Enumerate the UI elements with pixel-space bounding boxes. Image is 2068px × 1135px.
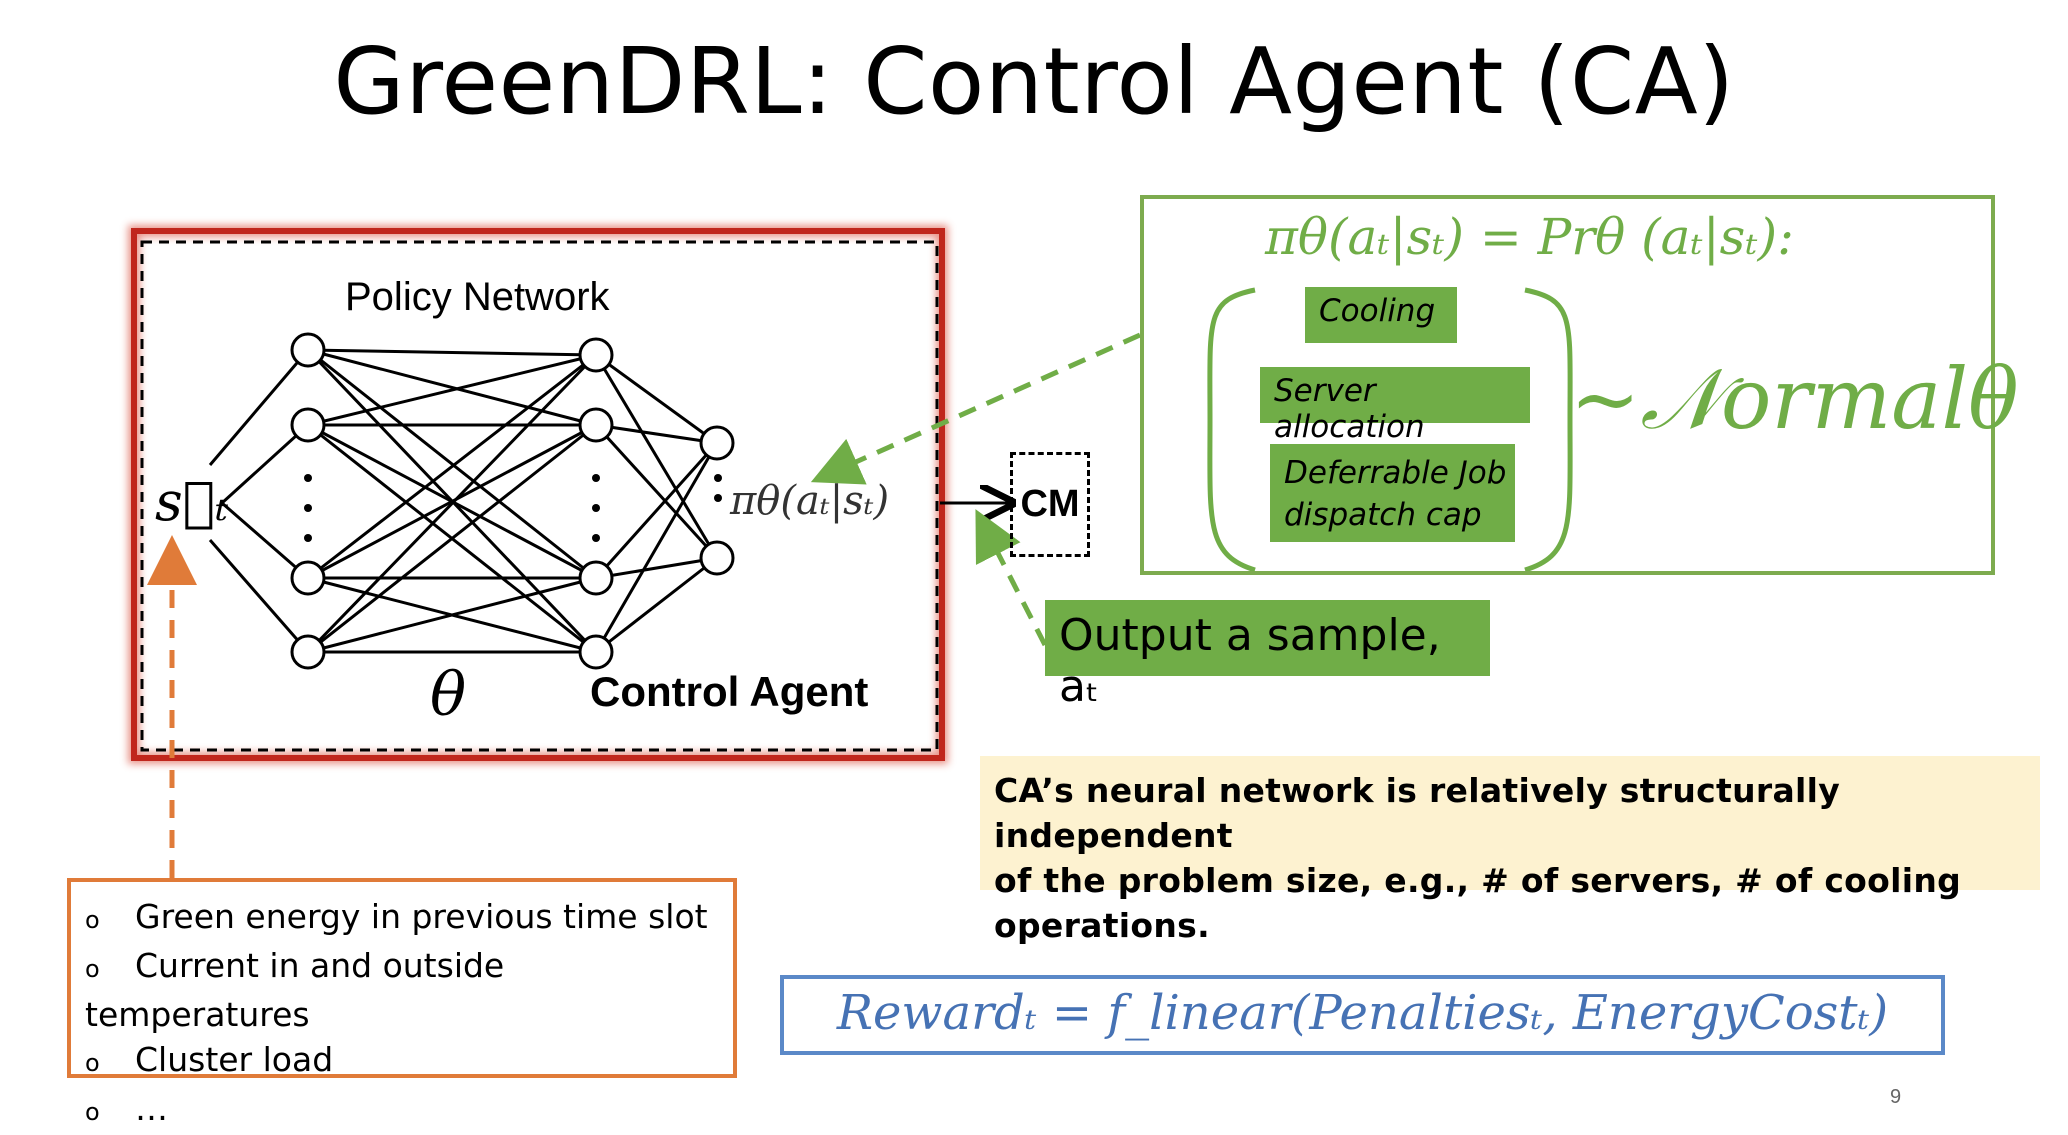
action-deferrable-line2: dispatch cap bbox=[1284, 497, 1482, 533]
output-sample-box: Output a sample, aₜ bbox=[1045, 600, 1490, 712]
action-deferrable-line1: Deferrable Job bbox=[1284, 455, 1507, 491]
network-connections bbox=[208, 348, 719, 654]
network-edge bbox=[594, 441, 719, 580]
network-edge bbox=[595, 556, 718, 580]
network-node bbox=[290, 560, 326, 596]
network-edge bbox=[595, 423, 718, 445]
note-line-1: CA’s neural network is relatively struct… bbox=[994, 771, 1841, 855]
bullet-icon: o bbox=[85, 1098, 100, 1126]
network-edge bbox=[307, 576, 597, 654]
control-agent-label: Control Agent bbox=[590, 668, 869, 715]
network-nodes bbox=[290, 332, 735, 670]
network-edge bbox=[306, 353, 598, 654]
policy-network-diagram bbox=[128, 225, 1573, 878]
note-line-3: operations. bbox=[994, 906, 1210, 945]
distribution-formula: πθ(aₜ|sₜ) = Prθ (aₜ|sₜ): bbox=[1265, 208, 1795, 266]
network-edge bbox=[594, 423, 719, 560]
network-edge bbox=[307, 353, 597, 427]
network-node bbox=[578, 407, 614, 443]
policy-network-label: Policy Network bbox=[345, 275, 610, 319]
state-label: s⃗ₜ bbox=[155, 470, 229, 533]
theta-label: θ bbox=[430, 660, 467, 730]
network-edge bbox=[307, 348, 597, 357]
network-edge bbox=[595, 353, 718, 445]
right-parenthesis bbox=[1524, 287, 1573, 573]
control-agent-dashed-box bbox=[140, 240, 939, 752]
bullet-icon: o bbox=[85, 906, 100, 934]
network-edge bbox=[307, 353, 597, 580]
slide-title: GreenDRL: Control Agent (CA) bbox=[333, 28, 1735, 135]
action-cooling: Cooling bbox=[1305, 287, 1457, 343]
cm-box: CM bbox=[1010, 452, 1090, 557]
network-edge bbox=[307, 348, 597, 427]
network-node bbox=[290, 407, 326, 443]
control-agent-box bbox=[131, 228, 945, 761]
normal-distribution-label: ~𝒩ormalθ bbox=[1570, 350, 2019, 448]
network-edge bbox=[594, 442, 719, 653]
action-server-allocation: Server allocation bbox=[1260, 367, 1530, 445]
network-node bbox=[290, 634, 326, 670]
action-deferrable-job: Deferrable Job dispatch cap bbox=[1270, 444, 1515, 542]
network-edge bbox=[594, 354, 719, 559]
network-edge bbox=[208, 539, 310, 653]
network-edge bbox=[307, 423, 597, 654]
page-number: 9 bbox=[1890, 1086, 1902, 1108]
reward-formula: Rewardₜ = f_linear(Penaltiesₜ, EnergyCos… bbox=[780, 975, 1945, 1055]
network-node bbox=[578, 560, 614, 596]
network-edge bbox=[595, 556, 718, 654]
arrow-distribution-to-policy bbox=[810, 332, 1142, 485]
network-node bbox=[290, 332, 326, 368]
distribution-box bbox=[1140, 195, 1995, 575]
arrow-sample-to-cm bbox=[975, 509, 1048, 647]
bullet-icon: o bbox=[85, 1049, 100, 1077]
ellipsis-dots bbox=[304, 474, 722, 542]
network-edge bbox=[307, 348, 597, 580]
network-node bbox=[578, 634, 614, 670]
left-parenthesis bbox=[1207, 287, 1256, 573]
network-node bbox=[699, 425, 735, 461]
note-line-2: of the problem size, e.g., # of servers,… bbox=[994, 861, 1962, 900]
list-item: o… bbox=[85, 1086, 733, 1135]
network-edge bbox=[220, 423, 310, 505]
note-box: CA’s neural network is relatively struct… bbox=[980, 756, 2040, 945]
bullet-icon: o bbox=[85, 955, 100, 983]
network-node bbox=[578, 337, 614, 373]
network-edge bbox=[208, 349, 310, 466]
network-node bbox=[699, 540, 735, 576]
network-edge bbox=[221, 501, 309, 580]
cm-label: CM bbox=[1020, 483, 1080, 525]
policy-output-label: πθ(aₜ|sₜ) bbox=[730, 478, 890, 524]
